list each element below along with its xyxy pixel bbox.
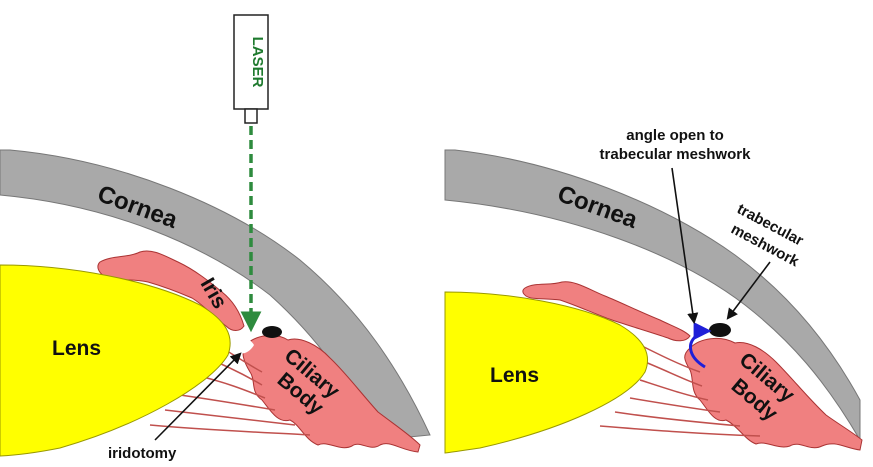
iridotomy-pointer — [154, 352, 242, 441]
laser-nozzle — [244, 108, 258, 124]
left-ciliary-body — [242, 334, 421, 453]
iridotomy-label: iridotomy — [108, 445, 177, 462]
left-iridotomy-hole — [236, 337, 254, 354]
right-iris — [522, 281, 691, 342]
right-lens — [444, 291, 649, 454]
left-meshwork-dot — [262, 326, 282, 338]
angle-label-line-1: angle open to — [626, 127, 724, 144]
right-lens-label: Lens — [490, 364, 539, 387]
right-zonules — [599, 344, 761, 437]
laser-device — [233, 14, 269, 110]
meshwork-pointer — [726, 261, 771, 320]
left-lens-label: Lens — [52, 337, 101, 360]
laser-label: LASER — [249, 37, 266, 88]
panel-divider — [436, 0, 442, 467]
left-panel: LASER Cornea Iris Lens Ciliary Body irid… — [0, 14, 431, 462]
left-lens — [0, 264, 231, 457]
right-ciliary-body — [684, 337, 863, 451]
aqueous-flow-arrow — [689, 322, 712, 369]
right-panel: Cornea Lens Ciliary Body angle open to t… — [444, 127, 863, 454]
angle-label-line-2: trabecular meshwork — [600, 146, 752, 163]
right-meshwork-dot — [709, 323, 731, 337]
left-cornea — [0, 149, 431, 441]
angle-pointer — [671, 167, 699, 325]
